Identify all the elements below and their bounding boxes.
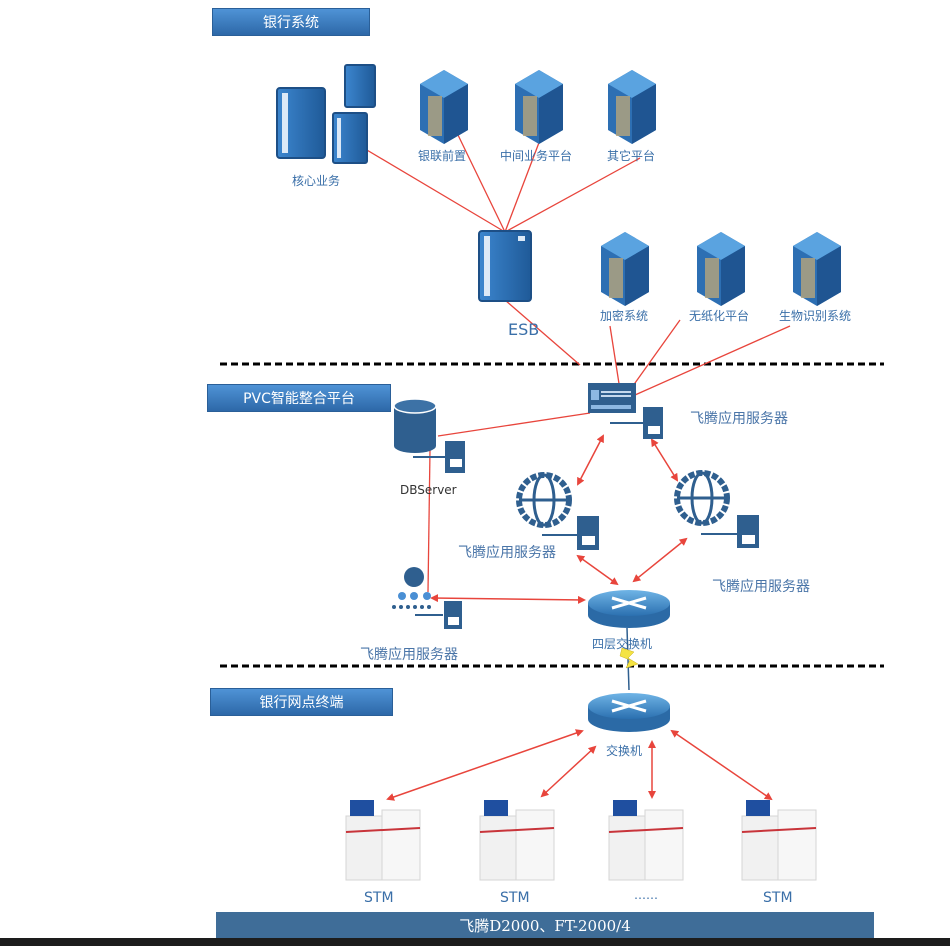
label-app-server-cluster: 飞腾应用服务器 <box>360 647 458 663</box>
stm-kiosk-2-icon <box>479 800 555 881</box>
label-switch: 交换机 <box>606 744 643 758</box>
app-server-cluster-icon <box>415 601 462 629</box>
label-encryption: 加密系统 <box>600 309 649 323</box>
label-db-server: DBServer <box>400 483 457 497</box>
globe-right-icon <box>674 470 730 526</box>
stm-kiosk-3-icon <box>608 800 684 881</box>
unionpay-server-icon <box>420 70 468 144</box>
section-pvc-platform: PVC智能整合平台 <box>207 384 391 412</box>
stm-kiosk-4-icon <box>741 800 817 881</box>
links-bank-system <box>349 134 791 593</box>
database-icon <box>393 398 437 453</box>
label-stm-2: STM <box>500 890 530 906</box>
label-app-server-main: 飞腾应用服务器 <box>690 411 788 427</box>
app-server-main-icon <box>610 407 663 439</box>
label-esb: ESB <box>508 320 540 339</box>
label-core-business: 核心业务 <box>292 174 341 188</box>
section-branch-terminal: 银行网点终端 <box>210 688 393 716</box>
cluster-hierarchy-icon <box>392 567 431 609</box>
section-bank-system: 银行系统 <box>212 8 370 36</box>
label-app-server-right: 飞腾应用服务器 <box>712 579 810 595</box>
label-app-server-left: 飞腾应用服务器 <box>458 545 556 561</box>
switch-router-icon <box>588 693 670 732</box>
db-server-icon <box>413 441 465 473</box>
label-stm-ellipsis: …… <box>634 888 658 902</box>
globe-left-icon <box>516 472 572 528</box>
encryption-server-icon <box>601 232 649 306</box>
bottom-bar <box>0 938 950 946</box>
biometric-server-icon <box>793 232 841 306</box>
middle-business-server-icon <box>515 70 563 144</box>
core-business-server-icon <box>276 64 376 164</box>
app-server-right-icon <box>701 515 759 548</box>
paperless-server-icon <box>697 232 745 306</box>
l4-switch-router-icon <box>588 590 670 628</box>
label-unionpay-front: 银联前置 <box>418 149 467 163</box>
web-app-window-icon <box>588 383 636 413</box>
label-paperless: 无纸化平台 <box>689 309 750 323</box>
label-biometric: 生物识别系统 <box>779 309 852 323</box>
label-stm-1: STM <box>364 890 394 906</box>
lightning-link-icon <box>619 627 639 691</box>
label-l4-switch: 四层交换机 <box>592 637 653 651</box>
other-platform-server-icon <box>608 70 656 144</box>
label-other-platform: 其它平台 <box>607 149 656 163</box>
esb-server-icon <box>478 230 532 302</box>
arrows-branch <box>386 729 773 801</box>
footer-platform-banner: 飞腾D2000、FT-2000/4 <box>216 912 874 938</box>
label-middle-business: 中间业务平台 <box>500 149 573 163</box>
label-stm-4: STM <box>763 890 793 906</box>
arrows-pvc <box>430 434 688 604</box>
stm-kiosk-1-icon <box>345 800 421 881</box>
app-server-left-icon <box>542 516 599 550</box>
